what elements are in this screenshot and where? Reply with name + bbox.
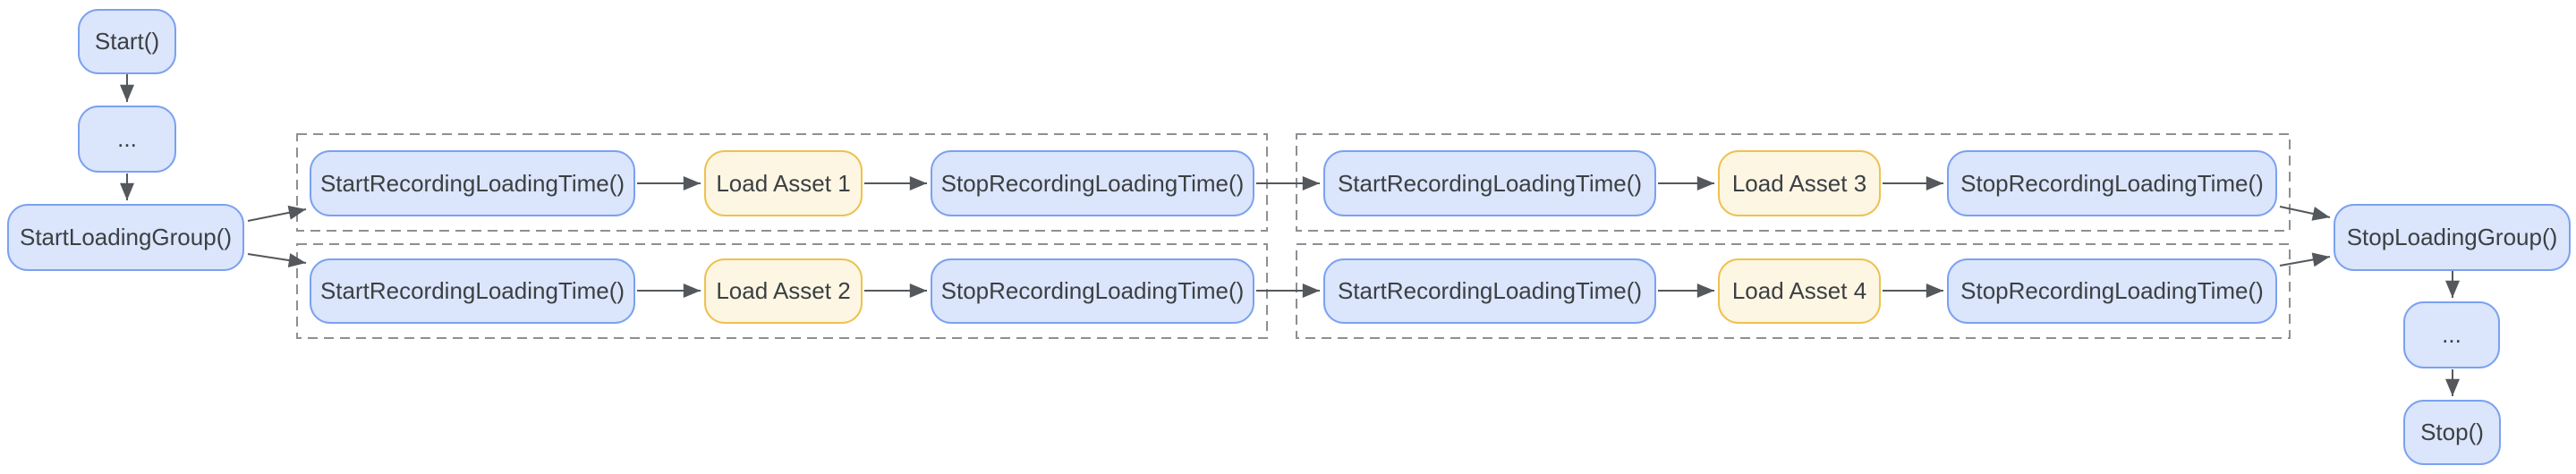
node-g2r2-start-recording: StartRecordingLoadingTime() <box>1323 258 1656 324</box>
node-load-asset-4-label: Load Asset 4 <box>1731 277 1867 304</box>
node-load-asset-1: Load Asset 1 <box>704 150 863 216</box>
node-g2r1-start-recording-label: StartRecordingLoadingTime() <box>1337 169 1643 197</box>
node-start-loading-group: StartLoadingGroup() <box>7 204 244 271</box>
node-g1r2-stop-recording-label: StopRecordingLoadingTime() <box>940 277 1245 304</box>
node-g1r2-start-recording: StartRecordingLoadingTime() <box>310 258 635 324</box>
node-g1r1-stop-recording: StopRecordingLoadingTime() <box>931 150 1254 216</box>
node-g1r2-stop-recording: StopRecordingLoadingTime() <box>931 258 1254 324</box>
node-g1r1-start-recording: StartRecordingLoadingTime() <box>310 150 635 216</box>
node-ellipsis-top: ... <box>78 106 176 173</box>
node-load-asset-4: Load Asset 4 <box>1718 258 1881 324</box>
node-g2r1-stop-recording-label: StopRecordingLoadingTime() <box>1960 169 2264 197</box>
node-g1r2-start-recording-label: StartRecordingLoadingTime() <box>319 277 625 304</box>
node-g2r2-stop-recording-label: StopRecordingLoadingTime() <box>1960 277 2264 304</box>
node-load-asset-3-label: Load Asset 3 <box>1731 169 1867 197</box>
edge-row1-to-stop-loading-group <box>2279 206 2331 221</box>
node-load-asset-2-label: Load Asset 2 <box>716 277 851 304</box>
node-g2r1-start-recording: StartRecordingLoadingTime() <box>1323 150 1656 216</box>
node-start-label: Start() <box>94 28 160 55</box>
node-g1r1-start-recording-label: StartRecordingLoadingTime() <box>319 169 625 197</box>
node-load-asset-2: Load Asset 2 <box>704 258 863 324</box>
node-stop-loading-group: StopLoadingGroup() <box>2334 204 2571 271</box>
node-ellipsis-bottom: ... <box>2403 301 2500 368</box>
edge-start-loading-group-to-row2 <box>247 253 307 267</box>
node-load-asset-3: Load Asset 3 <box>1718 150 1881 216</box>
node-g2r1-stop-recording: StopRecordingLoadingTime() <box>1947 150 2277 216</box>
node-stop: Stop() <box>2403 400 2501 465</box>
node-g1r1-stop-recording-label: StopRecordingLoadingTime() <box>940 169 1245 197</box>
edge-row2-to-stop-loading-group <box>2279 252 2331 267</box>
node-start-loading-group-label: StartLoadingGroup() <box>19 224 233 250</box>
node-g2r2-stop-recording: StopRecordingLoadingTime() <box>1947 258 2277 324</box>
node-stop-label: Stop() <box>2420 419 2484 445</box>
node-load-asset-1-label: Load Asset 1 <box>716 169 851 197</box>
edge-start-loading-group-to-row1 <box>247 205 307 222</box>
node-ellipsis-bottom-label: ... <box>2442 321 2461 348</box>
node-stop-loading-group-label: StopLoadingGroup() <box>2346 224 2558 250</box>
node-ellipsis-top-label: ... <box>117 125 137 152</box>
node-start: Start() <box>78 9 176 74</box>
node-g2r2-start-recording-label: StartRecordingLoadingTime() <box>1337 277 1643 304</box>
